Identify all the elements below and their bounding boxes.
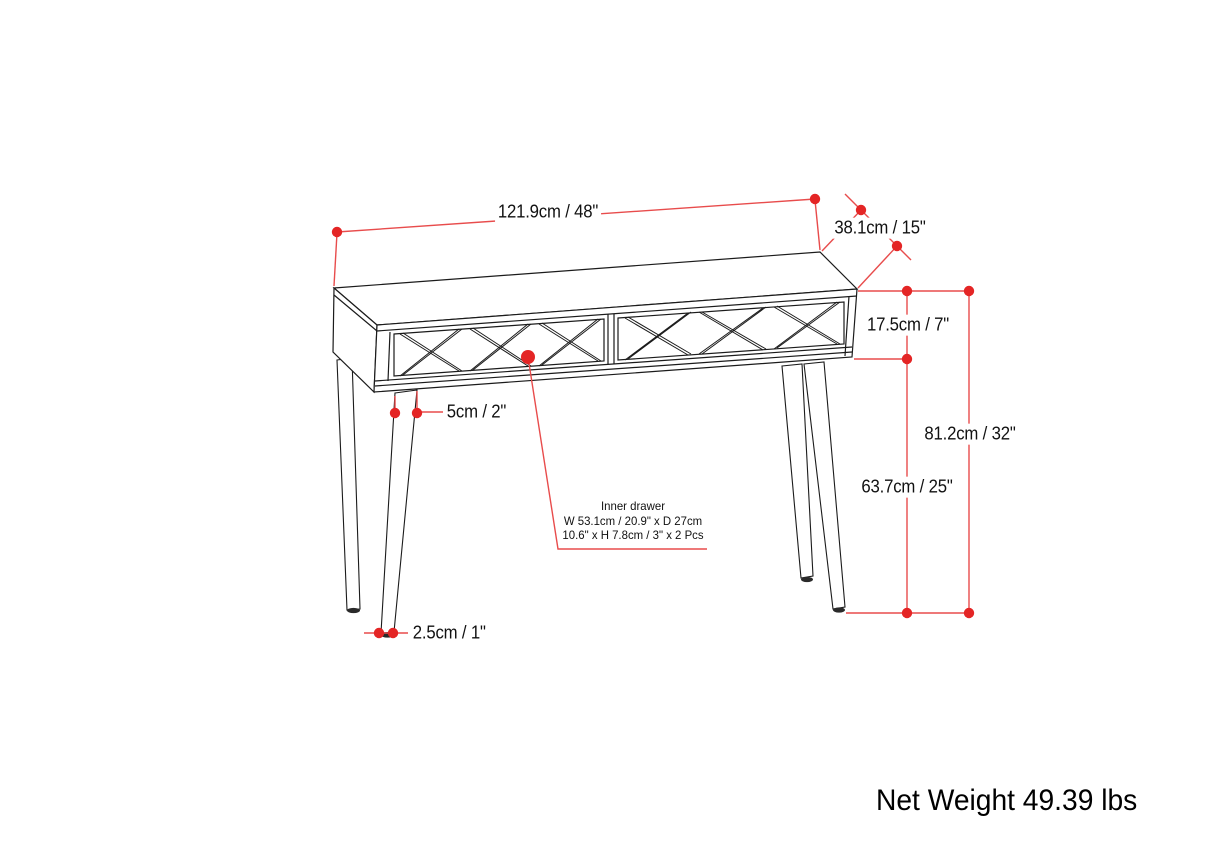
table-legs xyxy=(336,357,846,638)
inner-drawer-size-line1: W 53.1cm / 20.9" x D 27cm xyxy=(563,513,703,528)
dimension-dot xyxy=(963,285,975,297)
inner-drawer-title: Inner drawer xyxy=(600,499,665,513)
dimension-lines xyxy=(333,193,970,634)
width-extension-left xyxy=(333,232,338,287)
dimension-dot xyxy=(373,627,385,639)
right-drawer-front xyxy=(617,301,845,361)
inner-drawer-leader xyxy=(527,356,707,550)
dimension-dot xyxy=(901,353,913,365)
bottom-rail-line-2 xyxy=(374,351,853,387)
back-left-foot xyxy=(347,607,360,614)
table-front-face xyxy=(373,288,858,393)
apron-height-dimension-label: 17.5cm / 7" xyxy=(864,314,952,336)
dimension-dot xyxy=(891,240,903,252)
dimension-dot xyxy=(387,627,399,639)
inner-drawer-callout: Inner drawer W 53.1cm / 20.9" x D 27cm 1… xyxy=(562,499,704,543)
inner-drawer-size-line2: 10.6" x H 7.8cm / 3" x 2 Pcs xyxy=(562,528,704,542)
table-box xyxy=(332,251,859,394)
right-stile-line xyxy=(844,295,850,357)
width-extension-right xyxy=(814,199,821,251)
left-drawer-lattice xyxy=(399,318,602,377)
left-drawer-outline xyxy=(393,318,605,377)
back-right-leg xyxy=(803,361,846,610)
depth-dimension-label: 38.1cm / 15" xyxy=(831,217,929,239)
front-right-leg xyxy=(781,363,814,579)
width-dimension-label: 121.9cm / 48" xyxy=(495,201,601,223)
left-stile-line xyxy=(387,331,391,382)
right-drawer-lattice xyxy=(624,301,841,361)
tabletop-edge-line xyxy=(333,294,858,332)
leg-top-thickness-dimension-label: 5cm / 2" xyxy=(444,401,509,423)
leg-foot-thickness-dimension-label: 2.5cm / 1" xyxy=(410,622,489,644)
dimension-dot xyxy=(411,407,423,419)
depth-leader-front xyxy=(857,245,898,289)
dimension-dot xyxy=(901,607,913,619)
net-weight-label: Net Weight 49.39 lbs xyxy=(876,784,1138,817)
dimension-dots xyxy=(331,193,975,639)
dimension-dot xyxy=(389,407,401,419)
dimension-dot xyxy=(901,285,913,297)
front-left-leg xyxy=(380,389,418,634)
dimension-dot xyxy=(809,193,821,205)
back-right-foot xyxy=(833,607,845,613)
front-right-foot xyxy=(801,576,813,583)
leg-height-dimension-label: 63.7cm / 25" xyxy=(858,476,956,498)
overall-height-dimension-label: 81.2cm / 32" xyxy=(921,423,1019,445)
left-drawer-front xyxy=(393,318,605,377)
inner-drawer-dot xyxy=(521,350,535,364)
dimension-dot xyxy=(963,607,975,619)
back-left-leg xyxy=(336,357,361,611)
dimension-dot xyxy=(331,226,343,238)
center-divider xyxy=(607,314,615,364)
dimension-dot xyxy=(855,204,867,216)
right-drawer-outline xyxy=(617,301,845,361)
